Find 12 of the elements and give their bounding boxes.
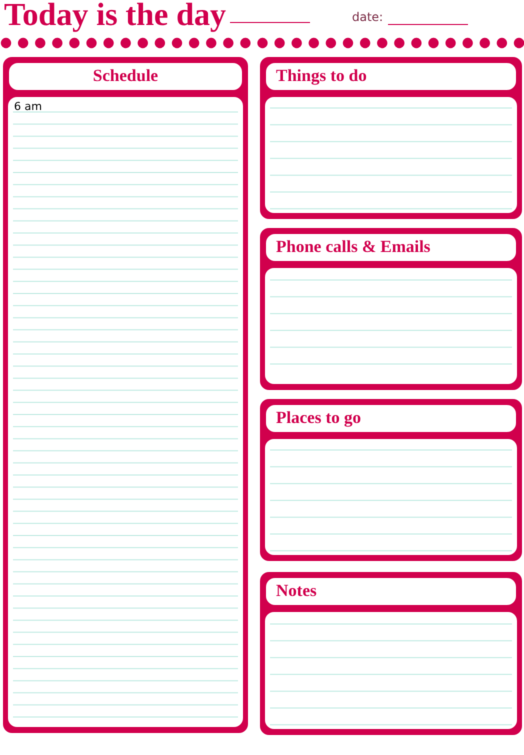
section-panel xyxy=(260,57,522,219)
time-label: 6 am xyxy=(14,100,42,113)
section-heading: Notes xyxy=(266,578,516,605)
section-panel xyxy=(260,228,522,390)
section-heading: Things to do xyxy=(266,63,516,90)
section-heading: Phone calls & Emails xyxy=(266,234,516,261)
section-heading: Schedule xyxy=(9,63,242,90)
date-label: date: xyxy=(352,10,384,24)
title: Today is the day xyxy=(4,0,226,33)
section-panel xyxy=(260,399,522,561)
section-heading: Places to go xyxy=(266,405,516,432)
section-panel xyxy=(260,572,522,735)
